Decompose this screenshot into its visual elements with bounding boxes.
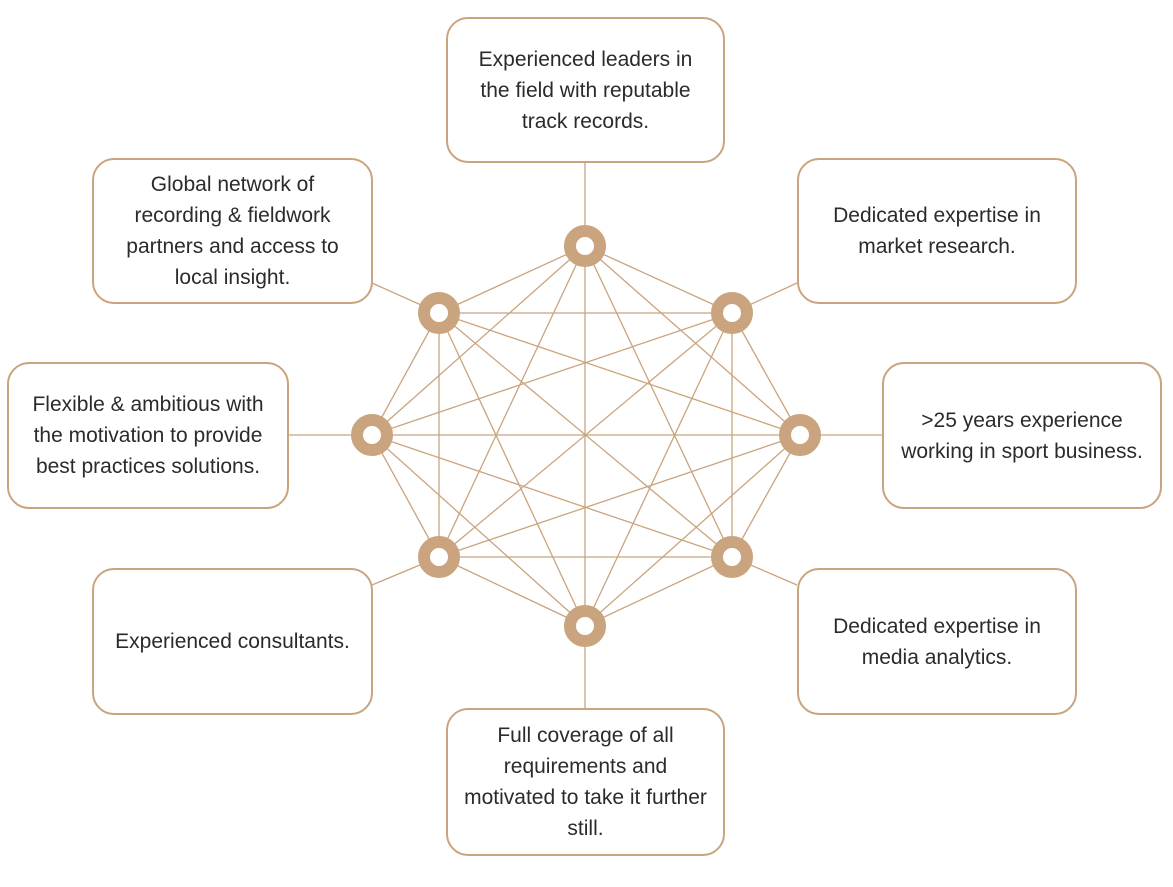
- box-bottom-left: Experienced consultants.: [92, 568, 373, 715]
- node-ring-icon: [564, 225, 606, 267]
- network-edge: [438, 312, 801, 436]
- network-edge: [731, 312, 801, 436]
- network-edge: [371, 312, 733, 436]
- network-edge: [731, 434, 801, 558]
- box-top-left-text: Global network of recording & fieldwork …: [126, 173, 339, 289]
- box-left-text: Flexible & ambitious with the motivation…: [32, 393, 264, 478]
- node-ring-icon: [418, 536, 460, 578]
- box-right-text: >25 years experience working in sport bu…: [901, 408, 1143, 463]
- box-bottom-left-text: Experienced consultants.: [115, 630, 350, 653]
- network-edge: [584, 312, 733, 627]
- box-top: Experienced leaders in the field with re…: [446, 17, 725, 163]
- network-edge: [438, 434, 801, 558]
- box-right: >25 years experience working in sport bu…: [882, 362, 1162, 509]
- network-edge: [584, 245, 801, 436]
- node-ring-icon: [564, 605, 606, 647]
- box-top-right-text: Dedicated expertise in market research.: [833, 204, 1041, 258]
- network-edge: [438, 245, 586, 314]
- network-edge: [371, 312, 440, 436]
- network-edge: [371, 245, 586, 436]
- network-edge: [371, 434, 440, 558]
- box-top-right: Dedicated expertise in market research.: [797, 158, 1077, 304]
- box-top-text: Experienced leaders in the field with re…: [478, 47, 693, 133]
- network-edge: [584, 434, 801, 627]
- node-ring-icon: [711, 292, 753, 334]
- network-edge: [371, 434, 586, 627]
- node-ring-icon: [711, 536, 753, 578]
- network-edge: [438, 312, 733, 558]
- network-edge: [438, 312, 586, 627]
- node-ring-icon: [418, 292, 460, 334]
- box-bottom: Full coverage of all requirements and mo…: [446, 708, 725, 856]
- network-edge: [371, 434, 733, 558]
- box-bottom-text: Full coverage of all requirements and mo…: [464, 724, 707, 840]
- box-bottom-right-text: Dedicated expertise in media analytics.: [833, 614, 1041, 669]
- node-ring-icon: [779, 414, 821, 456]
- network-edge: [438, 245, 586, 558]
- network-edge: [584, 245, 733, 314]
- box-top-left: Global network of recording & fieldwork …: [92, 158, 373, 304]
- box-bottom-right: Dedicated expertise in media analytics.: [797, 568, 1077, 715]
- node-ring-icon: [351, 414, 393, 456]
- network-edge: [438, 556, 586, 627]
- box-left: Flexible & ambitious with the motivation…: [7, 362, 289, 509]
- network-edge: [584, 556, 733, 627]
- network-edge: [584, 245, 733, 558]
